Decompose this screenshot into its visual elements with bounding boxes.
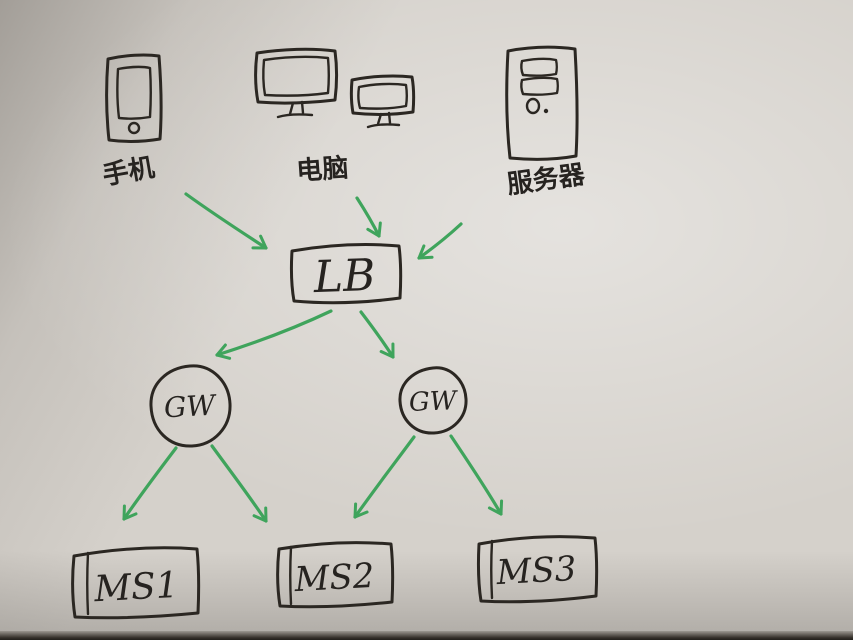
server-label: 服务器 <box>505 160 587 201</box>
phone-icon <box>105 53 163 143</box>
arrow-gw-right-to-ms3 <box>449 434 504 516</box>
server-icon <box>505 45 579 161</box>
flow-arrows <box>122 192 504 523</box>
gateway-right-label: GW <box>408 386 459 418</box>
phone-home-button-icon <box>127 121 141 135</box>
arrow-server-to-lb <box>417 222 463 260</box>
load-balancer-label: LB <box>312 250 376 303</box>
gateway-right-node: GW <box>398 366 468 435</box>
ms1-node: MS1 <box>71 546 201 620</box>
ms2-label: MS2 <box>293 556 376 600</box>
ms3-label: MS3 <box>495 549 578 593</box>
gateway-left-node: GW <box>149 364 232 448</box>
load-balancer-node: LB <box>289 243 403 305</box>
arrow-gw-left-to-ms1 <box>122 446 178 521</box>
computer-label: 电脑 <box>295 153 349 187</box>
gateway-left-label: GW <box>163 389 218 425</box>
ms3-node: MS3 <box>476 535 599 604</box>
photo-bottom-edge <box>0 631 853 640</box>
computer-icon <box>254 47 416 129</box>
arrow-gw-left-to-ms2 <box>210 444 268 523</box>
ms1-label: MS1 <box>92 565 179 610</box>
phone-label: 手机 <box>100 153 156 192</box>
arrow-computer-to-lb <box>355 196 382 238</box>
arrow-lb-to-gw-left <box>215 309 333 360</box>
arrow-lb-to-gw-right <box>359 310 395 359</box>
server-led-icon <box>525 97 541 115</box>
arrow-gw-right-to-ms2 <box>353 435 416 519</box>
arrow-phone-to-lb <box>184 192 268 250</box>
ms2-node: MS2 <box>276 541 395 609</box>
